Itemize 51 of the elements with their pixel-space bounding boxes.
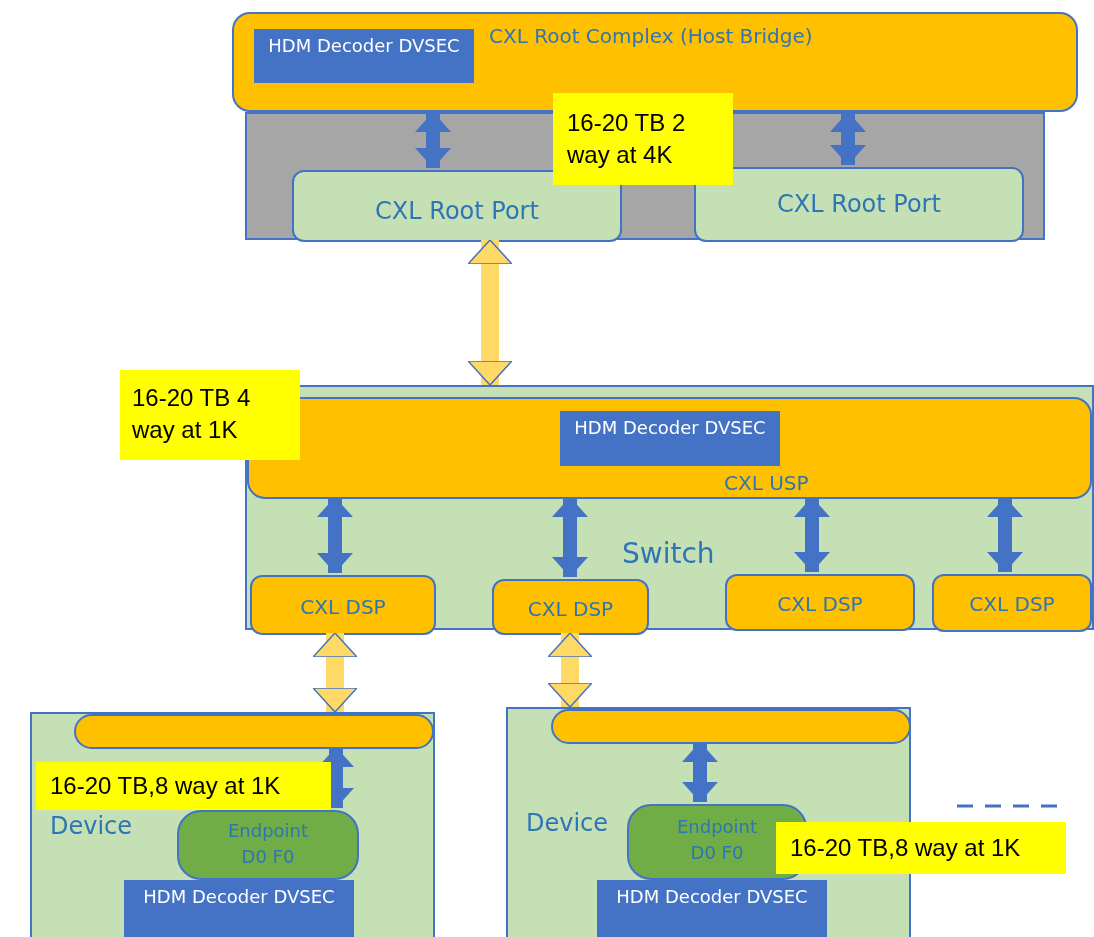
note-box: [120, 370, 300, 460]
double-arrow: [987, 497, 1023, 572]
double-arrow: [467, 239, 513, 386]
double-arrow: [794, 497, 830, 572]
dsp-box: [725, 574, 915, 631]
dsp-box: [932, 574, 1092, 632]
device-box: [506, 707, 911, 937]
note-text: 16-20 TB,8 way at 1K: [50, 771, 282, 801]
note-box: [36, 762, 331, 810]
box-label: CXL DSP: [299, 594, 387, 621]
device-bar: [74, 714, 434, 749]
double-arrow: [830, 112, 866, 165]
box-label: CXL DSP: [526, 596, 615, 623]
box-label: Endpoint D0 F0: [675, 815, 759, 866]
box-label: CXL Root Complex (Host Bridge): [489, 24, 813, 48]
double-arrow: [682, 742, 718, 802]
box-label: HDM Decoder DVSEC: [142, 885, 336, 909]
device-bar: [551, 709, 911, 744]
box-label: HDM Decoder DVSEC: [615, 885, 809, 909]
box-label: Endpoint D0 F0: [226, 819, 310, 870]
endpoint-box: [177, 810, 359, 880]
decoder-box: [597, 880, 827, 937]
box-label: Device: [50, 812, 133, 840]
decoder-box: [254, 29, 474, 83]
double-arrow: [547, 632, 593, 708]
double-arrow: [317, 497, 353, 573]
box-label: Switch: [622, 537, 715, 570]
root-complex-box: [232, 12, 1078, 112]
decoder-box: [124, 880, 354, 937]
callout-tooltip: [553, 93, 733, 185]
double-arrow: [552, 497, 588, 577]
note-text: 16-20 TB 2 way at 4K: [567, 108, 687, 171]
box-label: CXL DSP: [776, 591, 864, 618]
dsp-box: [492, 579, 649, 635]
box-label: CXL USP: [724, 471, 809, 495]
root-port-box: [694, 167, 1024, 242]
box-label: CXL Root Port: [374, 196, 540, 227]
note-box: [776, 822, 1066, 874]
box-label: Device: [526, 809, 609, 837]
box-label: HDM Decoder DVSEC: [267, 34, 461, 58]
device-box: [30, 712, 435, 937]
double-arrow: [415, 112, 451, 168]
box-label: CXL DSP: [968, 591, 1056, 618]
box-label: HDM Decoder DVSEC: [573, 416, 767, 440]
decoder-box: [560, 411, 780, 466]
double-arrow: [312, 632, 358, 713]
dsp-box: [250, 575, 436, 635]
note-text: 16-20 TB,8 way at 1K: [790, 833, 1022, 863]
root-port-box: [292, 170, 622, 242]
box-label: CXL Root Port: [776, 189, 942, 220]
note-text: 16-20 TB 4 way at 1K: [132, 383, 252, 446]
